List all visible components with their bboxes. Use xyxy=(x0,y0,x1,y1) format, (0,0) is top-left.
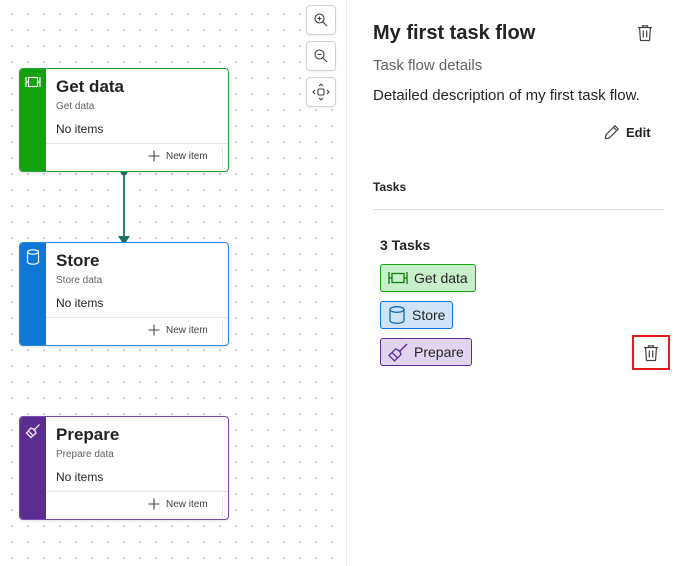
task-card-subtitle: Store data xyxy=(56,275,103,286)
delete-task-button[interactable] xyxy=(632,335,670,370)
task-chip-label: Get data xyxy=(414,270,468,286)
plus-icon xyxy=(148,150,160,162)
new-item-button[interactable]: New item xyxy=(148,150,208,162)
new-item-button[interactable]: New item xyxy=(148,324,208,336)
task-card-title: Get data xyxy=(56,77,125,96)
fit-to-view-icon xyxy=(312,83,330,101)
database-icon xyxy=(26,249,40,265)
new-item-label: New item xyxy=(166,324,208,336)
task-card-prepare[interactable]: Prepare Prepare data No items New item xyxy=(19,416,229,520)
database-icon xyxy=(389,306,405,324)
divider xyxy=(373,209,664,210)
zoom-in-icon xyxy=(314,13,328,27)
broom-icon xyxy=(25,424,40,439)
get-data-icon xyxy=(388,272,408,284)
fit-to-view-button[interactable] xyxy=(306,77,336,107)
zoom-out-button[interactable] xyxy=(306,41,336,71)
attach-button[interactable] xyxy=(227,157,228,163)
task-card-items: No items xyxy=(56,296,104,310)
paperclip-icon xyxy=(227,505,228,511)
task-connector xyxy=(118,168,130,245)
task-card-subtitle: Prepare data xyxy=(56,449,114,460)
task-card-get-data[interactable]: Get data Get data No items New item xyxy=(19,68,229,172)
plus-icon xyxy=(148,324,160,336)
task-chip-label: Prepare xyxy=(414,344,464,360)
get-data-icon xyxy=(25,76,41,88)
task-chip-prepare[interactable]: Prepare xyxy=(380,338,472,366)
task-flow-canvas[interactable]: Get data Get data No items New item xyxy=(0,0,347,566)
delete-task-flow-button[interactable] xyxy=(637,24,653,47)
task-chip-get-data[interactable]: Get data xyxy=(380,264,476,292)
trash-icon xyxy=(644,344,658,361)
task-card-items: No items xyxy=(56,122,104,136)
task-chip-store[interactable]: Store xyxy=(380,301,454,329)
new-item-button[interactable]: New item xyxy=(148,498,208,510)
task-card-subtitle: Get data xyxy=(56,101,95,112)
broom-icon xyxy=(388,343,408,362)
trash-icon xyxy=(638,25,652,42)
new-item-label: New item xyxy=(166,498,208,510)
tasks-section-heading: Tasks xyxy=(373,180,407,194)
attach-button[interactable] xyxy=(227,331,228,337)
task-card-store[interactable]: Store Store data No items New item xyxy=(19,242,229,346)
task-card-items: No items xyxy=(56,470,104,484)
edit-label: Edit xyxy=(626,124,651,140)
pencil-icon xyxy=(604,124,620,140)
new-item-label: New item xyxy=(166,150,208,162)
attach-button[interactable] xyxy=(227,505,228,511)
task-card-title: Store xyxy=(56,251,100,270)
task-chip-label: Store xyxy=(412,307,446,323)
zoom-in-button[interactable] xyxy=(306,5,336,35)
panel-subheading: Task flow details xyxy=(373,57,483,74)
task-flow-description: Detailed description of my first task fl… xyxy=(373,87,640,104)
paperclip-icon xyxy=(227,331,228,337)
task-flow-details-panel: My first task flow Task flow details Det… xyxy=(348,0,678,566)
paperclip-icon xyxy=(227,157,228,163)
plus-icon xyxy=(148,498,160,510)
task-card-title: Prepare xyxy=(56,425,120,444)
zoom-out-icon xyxy=(314,49,328,63)
tasks-count: 3 Tasks xyxy=(380,237,431,253)
panel-title: My first task flow xyxy=(373,22,536,44)
edit-button[interactable]: Edit xyxy=(604,124,651,140)
